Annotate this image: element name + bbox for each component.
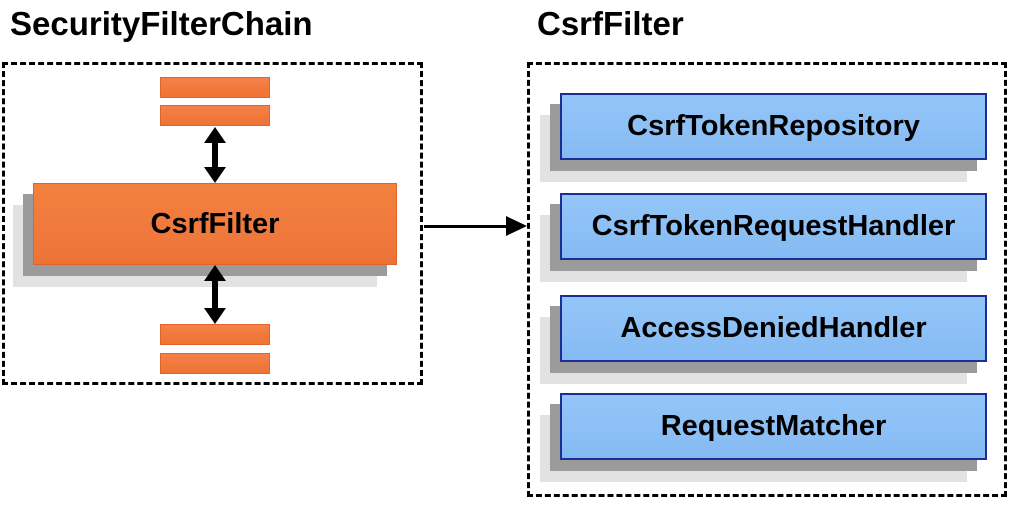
component-group-access-denied-handler: AccessDeniedHandler [540, 295, 987, 384]
component-box-request-matcher: RequestMatcher [560, 393, 987, 460]
filter-placeholder-bar [160, 105, 270, 126]
csrf-filter-panel: CsrfTokenRepository CsrfTokenRequestHand… [527, 62, 1007, 497]
filter-placeholder-bar [160, 324, 270, 345]
security-filter-chain-title: SecurityFilterChain [10, 5, 313, 42]
csrf-filter-node: CsrfFilter [33, 183, 397, 265]
bidirectional-arrow-bottom [204, 265, 226, 324]
component-group-request-matcher: RequestMatcher [540, 393, 987, 482]
arrow-up-head [204, 127, 226, 143]
component-label: AccessDeniedHandler [620, 312, 927, 344]
arrow-up-head [204, 265, 226, 281]
flow-arrow-line [424, 225, 508, 228]
component-group-csrf-token-repository: CsrfTokenRepository [540, 93, 987, 182]
component-group-csrf-token-request-handler: CsrfTokenRequestHandler [540, 193, 987, 282]
filter-placeholder-bar [160, 77, 270, 98]
csrf-filter-node-group: CsrfFilter [13, 183, 397, 287]
component-box-access-denied-handler: AccessDeniedHandler [560, 295, 987, 362]
component-label: CsrfTokenRequestHandler [591, 210, 956, 242]
component-box-csrf-token-repository: CsrfTokenRepository [560, 93, 987, 160]
arrow-shaft [212, 143, 218, 167]
filter-placeholder-bar [160, 353, 270, 374]
component-label: CsrfTokenRepository [627, 110, 920, 142]
arrow-down-head [204, 308, 226, 324]
arrow-down-head [204, 167, 226, 183]
flow-arrow-head [506, 216, 527, 236]
component-label: RequestMatcher [660, 410, 887, 442]
csrf-filter-node-label: CsrfFilter [150, 207, 280, 240]
arrow-shaft [212, 281, 218, 308]
csrf-filter-title: CsrfFilter [537, 5, 684, 42]
bidirectional-arrow-top [204, 127, 226, 183]
security-filter-chain-panel: CsrfFilter [2, 62, 423, 385]
component-box-csrf-token-request-handler: CsrfTokenRequestHandler [560, 193, 987, 260]
